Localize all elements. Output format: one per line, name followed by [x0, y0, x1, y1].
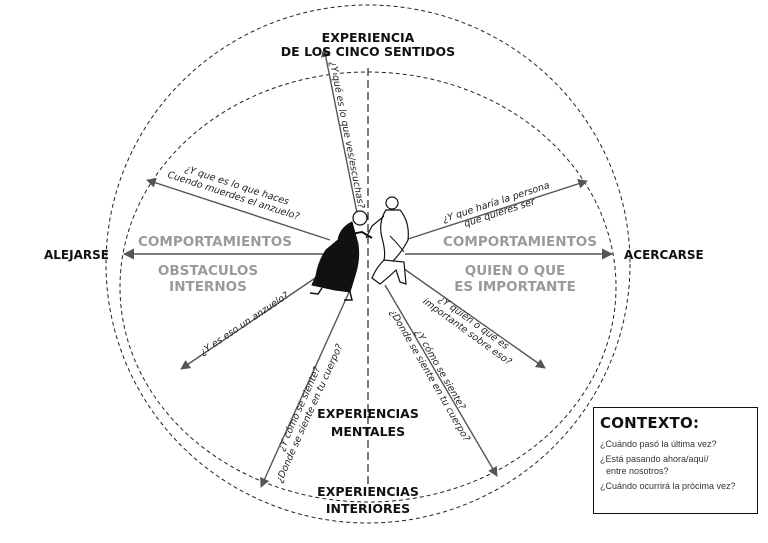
right-label: ACERCARSE — [624, 248, 704, 262]
arrow-down-right — [384, 284, 498, 477]
arrow-left-down — [180, 267, 331, 370]
arrow-up — [320, 47, 358, 214]
bottom-label-line1: EXPERIENCIAS — [317, 484, 419, 499]
arrow-left-up — [146, 178, 331, 241]
arrow-right-up — [404, 179, 588, 241]
mid-label-line1: EXPERIENCIAS — [317, 406, 419, 421]
context-line-between-us: entre nosotros? — [606, 466, 669, 476]
bottom-label-line2: INTERIORES — [326, 501, 410, 516]
right-lower-gray-label-1: QUIEN O QUE — [465, 263, 566, 279]
context-title: CONTEXTO: — [600, 414, 700, 432]
aikido-figures-illustration — [309, 196, 409, 301]
context-line-happening-now: ¿Está pasando ahora/aquí/ — [600, 454, 709, 464]
outer-dashed-circle — [105, 4, 631, 524]
left-upper-gray-label: COMPORTAMIENTOS — [138, 234, 292, 250]
question-left-down: ¿Y es eso un anzuelo? — [198, 290, 291, 358]
context-line-last-time: ¿Cuándo pasó la última vez? — [600, 439, 717, 449]
mid-label-line2: MENTALES — [331, 424, 405, 439]
right-lower-gray-label-2: ES IMPORTANTE — [454, 279, 576, 295]
left-lower-gray-label-2: INTERNOS — [169, 279, 247, 295]
right-upper-gray-label: COMPORTAMIENTOS — [443, 234, 597, 250]
inner-dashed-circle — [119, 71, 617, 503]
question-up: ¿Y qué es lo que ves/escuchas? — [327, 60, 366, 209]
left-lower-gray-label-1: OBSTACULOS — [158, 263, 258, 279]
arrow-right-down — [399, 265, 546, 369]
left-label: ALEJARSE — [44, 248, 109, 262]
top-label-line1: EXPERIENCIA — [322, 30, 415, 45]
top-label-line2: DE LOS CINCO SENTIDOS — [281, 44, 455, 59]
arrow-down-left — [260, 289, 351, 488]
context-line-next-time: ¿Cuándo ocurrirá la prócima vez? — [600, 481, 736, 491]
context-box: CONTEXTO: ¿Cuándo pasó la última vez? ¿E… — [593, 407, 758, 514]
